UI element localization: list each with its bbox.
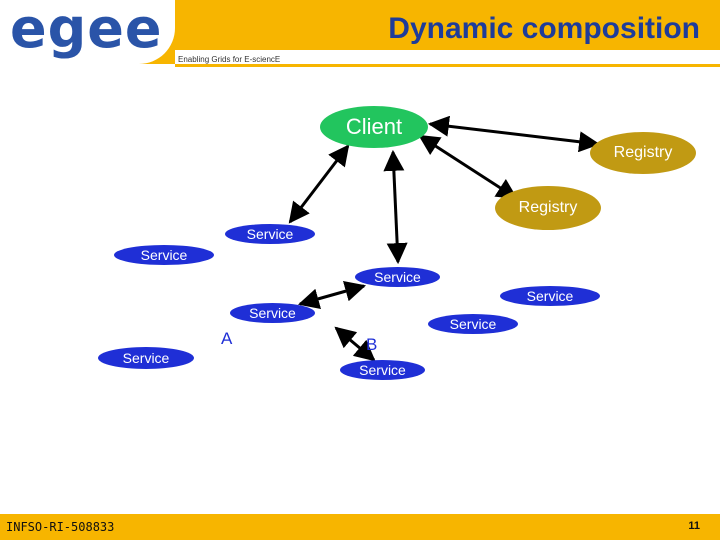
arrow-client-registry1 xyxy=(427,115,601,153)
client-node: Client xyxy=(320,106,428,148)
arrow-service-b xyxy=(334,326,376,362)
header-strip xyxy=(175,50,720,64)
tagline: Enabling Grids for E-sciencE xyxy=(178,55,281,64)
registry-node: Registry xyxy=(590,132,696,174)
page-number: 11 xyxy=(688,520,700,532)
service-node: Service xyxy=(225,224,315,244)
slide-title: Dynamic composition xyxy=(388,12,700,45)
service-node: Service xyxy=(114,245,214,265)
service-node: Service xyxy=(355,267,440,287)
label-b: B xyxy=(366,335,378,354)
egee-logo: egee xyxy=(10,0,163,60)
arrow-client-service-middle xyxy=(383,149,408,265)
logo-panel: egee xyxy=(0,0,175,64)
header-rule xyxy=(175,64,720,67)
service-node: Service xyxy=(340,360,425,380)
service-node: Service xyxy=(98,347,194,369)
arrow-service-a xyxy=(297,281,367,309)
label-a: A xyxy=(221,329,233,348)
service-node: Service xyxy=(428,314,518,334)
service-node: Service xyxy=(500,286,600,306)
service-node: Service xyxy=(230,303,315,323)
footer-project-id: INFSO-RI-508833 xyxy=(6,520,115,534)
header: egee Enabling Grids for E-sciencE Dynami… xyxy=(0,0,720,68)
arrow-client-service-left xyxy=(288,144,350,224)
footer: INFSO-RI-508833 11 xyxy=(0,514,720,540)
arrow-client-registry2 xyxy=(418,134,518,200)
registry-node: Registry xyxy=(495,186,601,230)
